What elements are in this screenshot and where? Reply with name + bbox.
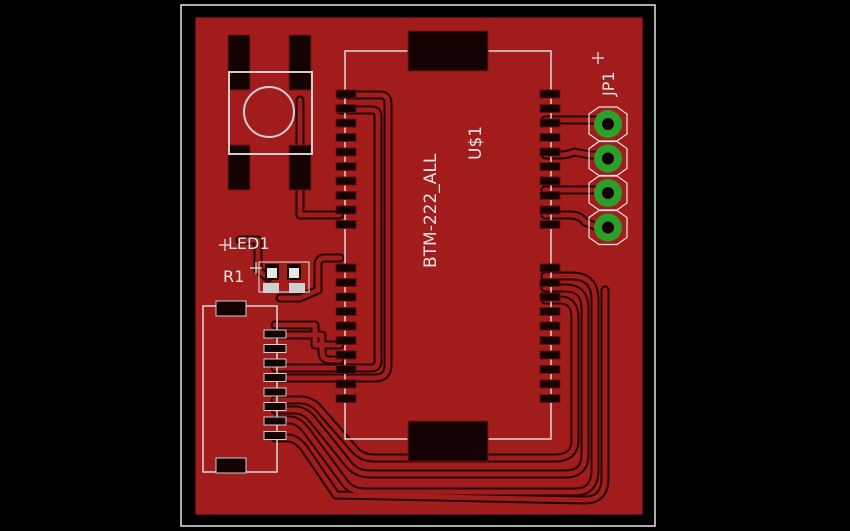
module-pad xyxy=(539,292,561,302)
module-pad xyxy=(539,118,561,128)
module-pad xyxy=(335,365,357,374)
module-pad xyxy=(335,176,357,186)
module-value-label: BTM-222_ALL xyxy=(421,153,441,268)
module-pad xyxy=(335,379,357,389)
header-pin-outline xyxy=(588,140,628,177)
resistor-origin-mark xyxy=(250,262,262,274)
resistor-name-label: R1 xyxy=(223,267,244,286)
module-pad xyxy=(335,278,357,287)
header-origin-mark xyxy=(592,52,604,64)
module-pad xyxy=(539,191,561,200)
module-pad xyxy=(335,147,357,157)
module-pad xyxy=(539,350,561,360)
module-pad xyxy=(335,350,357,360)
module-pad xyxy=(539,133,561,142)
header-name-label: JP1 xyxy=(599,71,618,97)
led-origin-mark xyxy=(219,239,231,251)
connector-pin xyxy=(263,358,287,368)
module-pad xyxy=(335,104,357,113)
module-pad xyxy=(539,220,561,229)
module-pad xyxy=(539,205,561,215)
module-name-label: U$1 xyxy=(466,126,486,160)
module-pad xyxy=(539,307,561,316)
module-pad xyxy=(539,336,561,345)
resistor-footprint[interactable]: R1 xyxy=(223,261,310,293)
header-pin-outline xyxy=(588,175,628,211)
module-pad xyxy=(335,89,357,99)
module-pad xyxy=(539,89,561,99)
module-pad xyxy=(335,263,357,273)
module-pad xyxy=(335,162,357,171)
module-pad xyxy=(335,336,357,345)
header-pin-hole xyxy=(602,221,614,234)
connector-pin xyxy=(263,416,287,426)
module-pad xyxy=(335,292,357,302)
connector-pin xyxy=(263,329,287,339)
led-name-label: LED1 xyxy=(228,234,270,253)
header-pin-hole xyxy=(602,118,614,130)
module-pad xyxy=(539,263,561,273)
module-left-pads xyxy=(335,89,357,403)
module-pad xyxy=(335,307,357,316)
module-pad xyxy=(539,278,561,287)
connector-pin xyxy=(263,344,287,353)
module-right-pads xyxy=(539,89,561,403)
module-pad xyxy=(335,205,357,215)
module-pad xyxy=(335,118,357,128)
push-button-footprint[interactable] xyxy=(227,34,313,191)
module-pad xyxy=(335,133,357,142)
connector-footprint[interactable] xyxy=(202,300,287,474)
module-pad xyxy=(335,191,357,200)
connector-pin xyxy=(263,387,287,397)
bluetooth-module-footprint[interactable]: BTM-222_ALL U$1 xyxy=(335,30,561,462)
header-pin-hole xyxy=(602,152,614,165)
module-pad xyxy=(335,394,357,403)
module-pad xyxy=(539,379,561,389)
module-pad xyxy=(539,162,561,171)
header-pin-outline xyxy=(588,106,628,142)
module-pad xyxy=(539,394,561,403)
module-pad xyxy=(539,365,561,374)
module-pad xyxy=(335,321,357,331)
connector-pin xyxy=(263,431,287,440)
module-pad xyxy=(539,176,561,186)
board-outline xyxy=(180,4,656,527)
connector-pin xyxy=(263,402,287,411)
led-footprint[interactable]: LED1 xyxy=(219,234,270,253)
module-pad xyxy=(539,104,561,113)
module-pad xyxy=(539,321,561,331)
header-pin-outline xyxy=(588,209,628,246)
module-pad xyxy=(335,220,357,229)
pin-header-jp1[interactable]: JP1 xyxy=(588,52,628,246)
module-pad xyxy=(539,147,561,157)
connector-pin xyxy=(263,373,287,382)
header-pin-hole xyxy=(602,187,614,199)
